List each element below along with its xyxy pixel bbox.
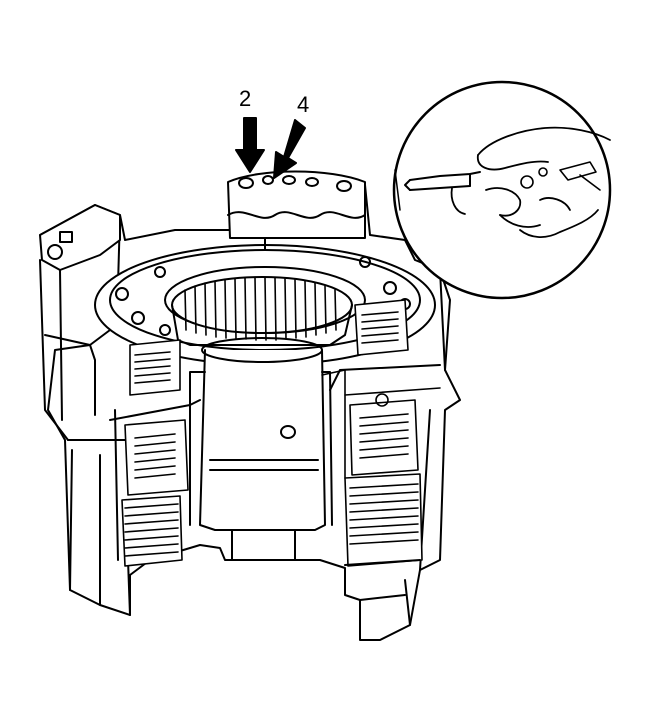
callout-label-4: 4 (297, 92, 310, 117)
arrow-2 (235, 117, 265, 173)
callout-label-2: 2 (239, 86, 252, 111)
lower-housing (109, 364, 441, 601)
port-4 (282, 175, 296, 185)
center-hub (189, 337, 333, 561)
fluid-port-stalk (227, 170, 366, 251)
splined-drum (171, 276, 353, 346)
left-clutch-pack (121, 495, 183, 567)
air-nozzle-inset (392, 80, 612, 300)
right-return-springs (349, 299, 419, 476)
arrow-4 (273, 119, 306, 179)
right-clutch-pack (321, 369, 441, 567)
left-return-springs (124, 339, 189, 496)
callout-arrows (235, 117, 306, 179)
port-2 (238, 177, 254, 189)
